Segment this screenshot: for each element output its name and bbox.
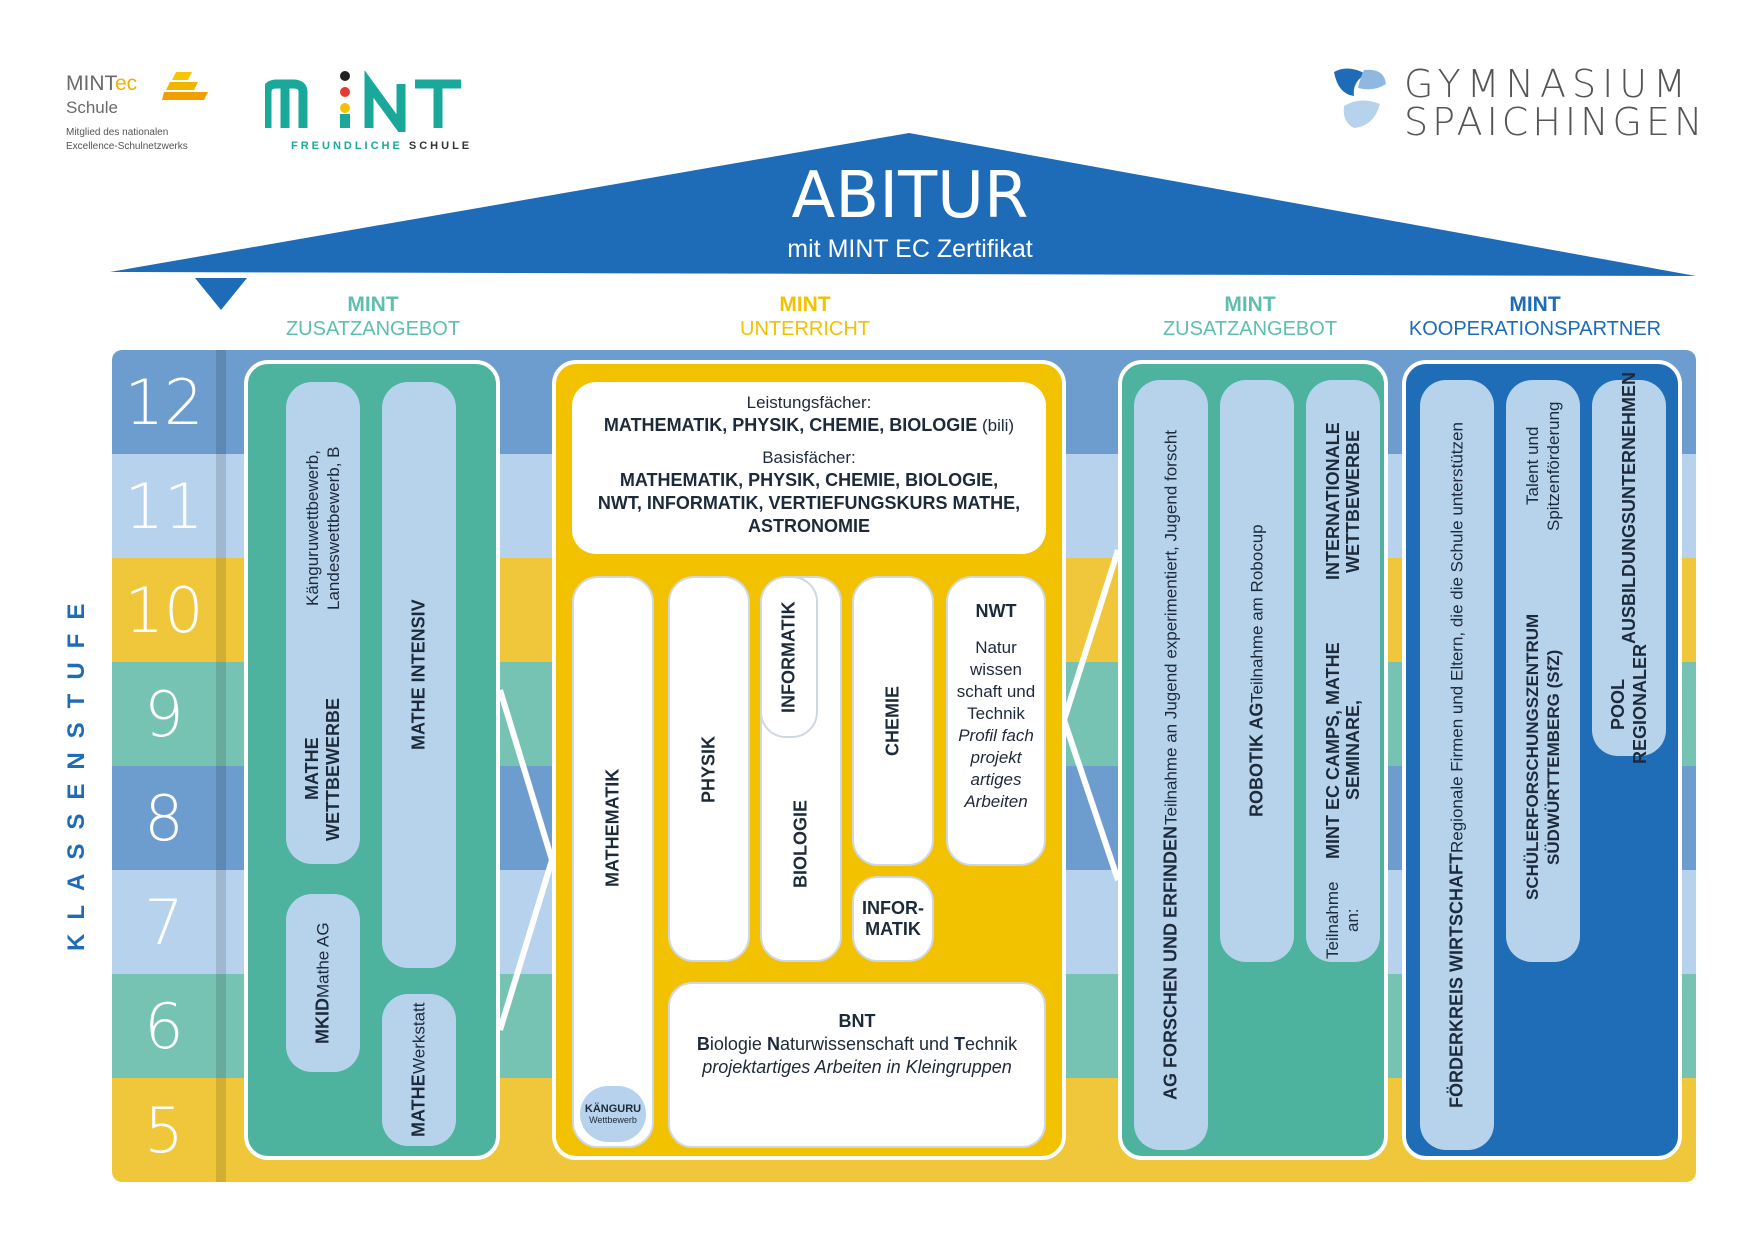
bnt-box: BNT Biologie Naturwissenschaft und Techn… [668,982,1046,1148]
roof [110,133,1696,310]
mathematik-label: MATHEMATIK [602,768,623,888]
bnt-note: projektartiges Arbeiten in Kleingruppen [702,1057,1012,1077]
basis-line-1: MATHEMATIK, PHYSIK, CHEMIE, BIOLOGIE, [619,470,999,490]
nwt-line-7: artiges [970,770,1022,789]
informatik-lower-pill: INFOR- MATIK [852,876,934,962]
nwt-line-4: Technik [967,704,1025,723]
nwt-line-6: projekt [970,748,1022,767]
basis-line-3: ASTRONOMIE [747,516,870,536]
chemie-pill: CHEMIE [852,576,934,866]
mint-ec-camps-label: Teilnahme an:MINT EC CAMPS, MATHE SEMINA… [1323,422,1363,959]
leistung-subjects-line: MATHEMATIK, PHYSIK, CHEMIE, BIOLOGIE (bi… [603,415,1015,435]
nwt-text: NWT Natur wissen schaft und Technik Prof… [948,600,1044,813]
informatik-upper-label: INFORMATIK [778,601,799,713]
bnt-text: BNT Biologie Naturwissenschaft und Techn… [670,1010,1044,1079]
grade-8: 8 [144,781,184,855]
roof-notch [195,278,247,310]
mintec-wordmark: MINTec [66,72,138,95]
nwt-line-2: wissen [970,660,1022,679]
leistung-label: Leistungsfächer: [746,393,872,412]
column-2-frame: Leistungsfächer: MATHEMATIK, PHYSIK, CHE… [552,360,1066,1160]
mintec-tagline: Mitglied des nationalen Excellence-Schul… [66,127,188,152]
basis-label: Basisfächer: [762,448,856,467]
mint-friendly-logo: FREUNDLICHE SCHULE [265,70,485,154]
grade-12: 12 [124,365,204,439]
grade-column-shadow [216,350,226,1182]
nwt-line-8: Arbeiten [964,792,1028,811]
informatik-lower-line-2: MATIK [865,919,921,939]
roof-subtitle: mit MINT EC Zertifikat [787,234,1033,263]
school-logo: GYMNASIUM SPAICHINGEN [1330,62,1702,144]
sfz-pill: SCHÜLERFORSCHUNGSZENTRUM SÜDWÜRTTEMBERG … [1506,380,1580,962]
grade-5: 5 [144,1093,184,1167]
bnt-fullname: Biologie Naturwissenschaft und Technik [696,1034,1018,1054]
basis-line-2: NWT, INFORMATIK, VERTIEFUNGSKURS MATHE, [597,493,1021,513]
roof-title: ABITUR [791,159,1029,233]
grade-9: 9 [144,677,184,751]
grade-11: 11 [124,469,204,543]
nwt-line-3: schaft und [956,682,1036,701]
grade-7: 7 [144,885,184,959]
leistungsfaecher-text: Leistungsfächer: MATHEMATIK, PHYSIK, CHE… [572,392,1046,538]
physik-label: PHYSIK [698,735,719,803]
mintec-logo: MINTec Schule Mitglied des nationalen Ex… [66,68,216,158]
mint-tagline: FREUNDLICHE SCHULE [291,140,473,152]
kanguru-badge: KÄNGURU Wettbewerb [580,1086,646,1142]
mathe-intensiv-pill: MATHE INTENSIV [382,382,456,968]
mint-wordmark-icon [265,70,461,132]
grade-6: 6 [144,989,184,1063]
biologie-label: BIOLOGIE [790,800,811,889]
mintec-subtitle: Schule [66,98,118,117]
nwt-line-5: Profil fach [958,726,1034,745]
school-name-line2: SPAICHINGEN [1404,100,1707,144]
nwt-line-1: Natur [975,638,1017,657]
school-name-line1: GYMNASIUM [1404,62,1692,106]
leistungsfaecher-box: Leistungsfächer: MATHEMATIK, PHYSIK, CHE… [572,382,1046,554]
informatik-upper-pill: INFORMATIK [760,576,818,738]
nwt-title: NWT [975,601,1017,621]
mathematik-pill: MATHEMATIK KÄNGURU Wettbewerb [572,576,654,1148]
nwt-pill: NWT Natur wissen schaft und Technik Prof… [946,576,1046,866]
grade-10: 10 [124,573,204,647]
roof-shape [110,133,1696,276]
sfz-label: SCHÜLERFORSCHUNGSZENTRUM SÜDWÜRTTEMBERG … [1523,401,1563,901]
mint-ec-camps-pill: Teilnahme an:MINT EC CAMPS, MATHE SEMINA… [1306,380,1380,962]
chemie-label: CHEMIE [882,686,903,757]
school-emblem-icon [1334,68,1386,128]
physik-pill: PHYSIK [668,576,750,962]
informatik-lower-line-1: INFOR- [862,898,924,918]
mintec-pyramid-icon [162,72,208,100]
bnt-title: BNT [838,1011,876,1031]
